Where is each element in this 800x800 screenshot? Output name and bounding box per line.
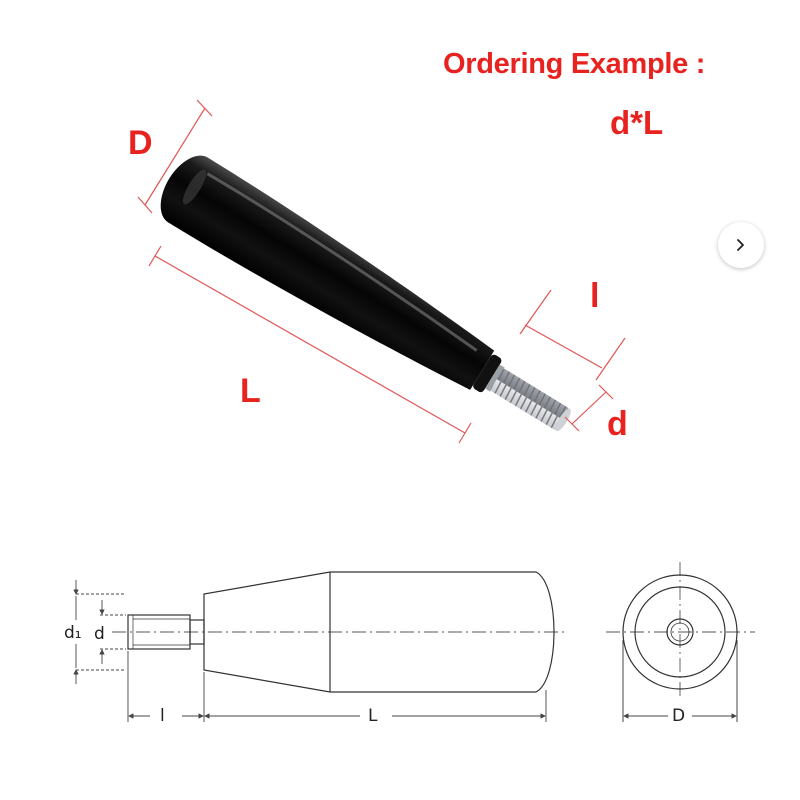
side-view-dimensions <box>73 580 547 722</box>
photo-label-thread-length: l <box>590 277 600 315</box>
photo-label-length: L <box>240 372 261 410</box>
side-view <box>112 571 565 693</box>
drawing-label-D: D <box>672 706 686 726</box>
photo-label-thread-diameter: d <box>607 405 628 443</box>
end-view <box>606 562 755 722</box>
drawing-label-d: d <box>94 624 105 644</box>
drawing-label-l: l <box>160 706 165 726</box>
ordering-formula: d*L <box>610 104 664 141</box>
ordering-example-title: Ordering Example : <box>443 48 706 80</box>
photo-dimension-lines <box>137 99 626 444</box>
handle-body <box>160 155 571 432</box>
next-image-button[interactable] <box>718 222 764 268</box>
photo-label-diameter: D <box>128 124 153 162</box>
chevron-right-icon <box>737 239 744 251</box>
drawing-label-L: L <box>368 706 378 726</box>
drawing-label-d1: d₁ <box>64 623 82 643</box>
